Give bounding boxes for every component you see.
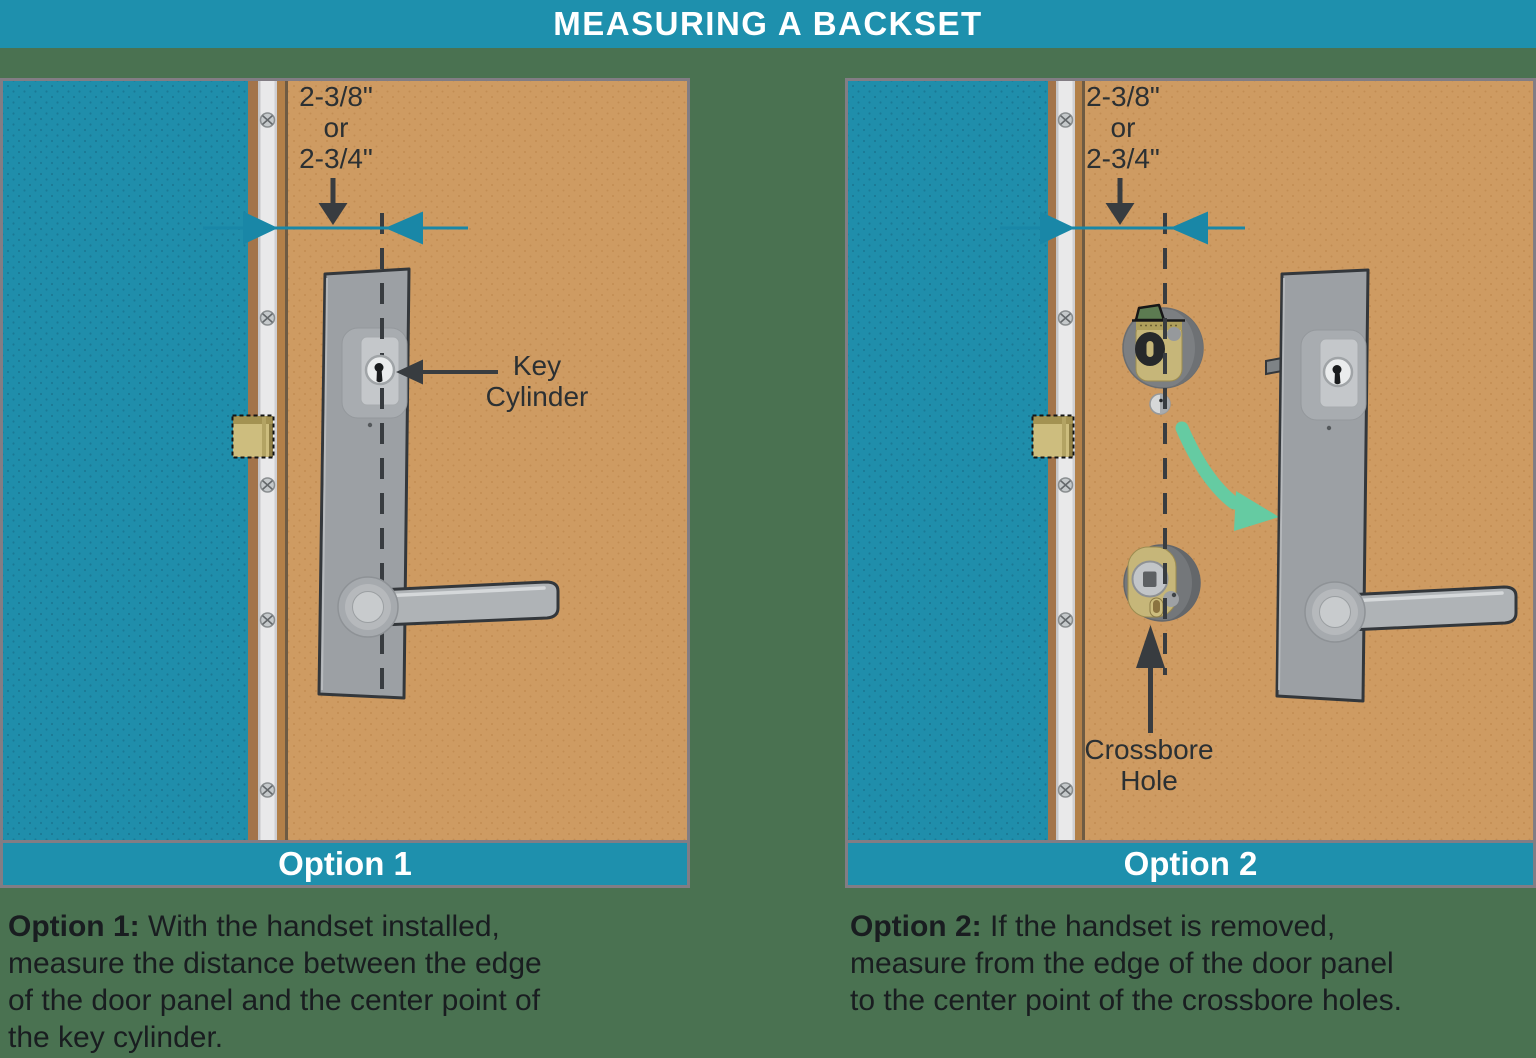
measurement-label: 2-3/8" or 2-3/4" bbox=[299, 81, 373, 174]
door-illustration-option-2: 2-3/8" or 2-3/4" Crossbore Hole bbox=[845, 78, 1536, 843]
option-1-bar: Option 1 bbox=[0, 843, 690, 888]
caption-option-1: Option 1: With the handset installed, me… bbox=[8, 908, 684, 1056]
option-2-bar: Option 2 bbox=[845, 843, 1536, 888]
door-jamb-strip bbox=[1048, 78, 1056, 843]
door-edge-plate bbox=[258, 78, 277, 843]
lever-handle bbox=[1304, 581, 1518, 643]
panel-border bbox=[845, 78, 1536, 843]
screw-icon bbox=[259, 310, 276, 326]
door-edge-strip bbox=[277, 78, 285, 843]
crossbore-label-line2: Hole bbox=[1120, 765, 1178, 796]
screw-icon bbox=[1057, 782, 1074, 798]
screw-icon bbox=[259, 612, 276, 628]
title-bar: MEASURING A BACKSET bbox=[0, 0, 1536, 48]
measurement-line1: 2-3/8" bbox=[299, 81, 373, 112]
backset-dimension bbox=[1000, 211, 1245, 245]
key-cylinder-label-line2: Cylinder bbox=[486, 381, 589, 412]
measurement-line2: or bbox=[324, 112, 349, 143]
measurement-line3: 2-3/4" bbox=[299, 143, 373, 174]
wall-background bbox=[0, 78, 248, 843]
screw-icon bbox=[1057, 310, 1074, 326]
panel-option-2: 2-3/8" or 2-3/4" Crossbore Hole Option 2 bbox=[845, 78, 1536, 888]
latch-tab bbox=[1134, 303, 1166, 322]
screw-icon bbox=[259, 112, 276, 128]
panel-option-1: 2-3/8" or 2-3/4" Key Cylinder Option 1 bbox=[0, 78, 690, 888]
dimension-arrow-right-icon bbox=[1040, 211, 1075, 245]
measurement-pointer-arrow-icon bbox=[318, 178, 348, 225]
door-edge-strip bbox=[1075, 78, 1082, 843]
key-cylinder-callout: Key Cylinder bbox=[396, 350, 588, 412]
deadbolt-latch bbox=[231, 414, 275, 459]
edge-plate-screws bbox=[1057, 112, 1074, 798]
crossbore-label-line1: Crossbore bbox=[1084, 734, 1213, 765]
dimension-arrow-left-icon bbox=[1170, 211, 1208, 245]
door-scene bbox=[0, 78, 690, 843]
measurement-line2: or bbox=[1111, 112, 1136, 143]
door-edge-plate bbox=[1056, 78, 1075, 843]
screw-icon bbox=[1057, 477, 1074, 493]
measurement-pointer-arrow-icon bbox=[1105, 178, 1135, 225]
door-illustration-option-1: 2-3/8" or 2-3/4" Key Cylinder bbox=[0, 78, 690, 843]
caption-option-2: Option 2: If the handset is removed, mea… bbox=[850, 908, 1526, 1019]
backset-dimension bbox=[203, 211, 468, 245]
caption-option-1-text: With the handset installed, measure the … bbox=[8, 910, 542, 1054]
deadbolt-latch bbox=[1031, 414, 1075, 459]
keyhole-slot bbox=[1146, 341, 1154, 357]
spindle-hole bbox=[1143, 571, 1157, 587]
crossbore-hole-callout: Crossbore Hole bbox=[1084, 625, 1214, 796]
dimension-arrow-left-icon bbox=[385, 211, 423, 245]
door-scene bbox=[845, 78, 1536, 843]
dimension-arrow-right-icon bbox=[243, 211, 278, 245]
rotate-arrow-icon bbox=[1175, 421, 1279, 531]
caption-option-2-text: If the handset is removed, measure from … bbox=[850, 910, 1402, 1017]
key-cylinder-label-line1: Key bbox=[513, 350, 561, 381]
crossbore-hole-lower bbox=[1123, 544, 1201, 622]
screw-icon bbox=[259, 782, 276, 798]
lever-handle bbox=[337, 576, 560, 638]
wall-background bbox=[845, 78, 1048, 843]
removed-handset bbox=[1265, 268, 1518, 703]
key-cylinder bbox=[364, 354, 396, 386]
page-title: MEASURING A BACKSET bbox=[553, 5, 983, 42]
measurement-line1: 2-3/8" bbox=[1086, 81, 1160, 112]
screw-icon bbox=[1057, 112, 1074, 128]
crossbore-hole-upper bbox=[1122, 303, 1204, 389]
measurement-line3: 2-3/4" bbox=[1086, 143, 1160, 174]
caption-option-2-lead: Option 2: bbox=[850, 910, 982, 943]
callout-arrow-icon bbox=[1136, 625, 1165, 668]
caption-option-1-lead: Option 1: bbox=[8, 910, 140, 943]
screw-icon bbox=[259, 477, 276, 493]
panel-border bbox=[0, 78, 690, 843]
screw-icon bbox=[1057, 612, 1074, 628]
measurement-label: 2-3/8" or 2-3/4" bbox=[1086, 81, 1160, 174]
key-cylinder bbox=[1322, 356, 1354, 388]
edge-plate-screws bbox=[259, 112, 276, 798]
option-1-bar-label: Option 1 bbox=[278, 845, 412, 882]
door-jamb-strip bbox=[248, 78, 258, 843]
callout-arrow-icon bbox=[396, 359, 423, 385]
option-2-bar-label: Option 2 bbox=[1123, 845, 1258, 882]
handset-plate bbox=[317, 213, 560, 700]
